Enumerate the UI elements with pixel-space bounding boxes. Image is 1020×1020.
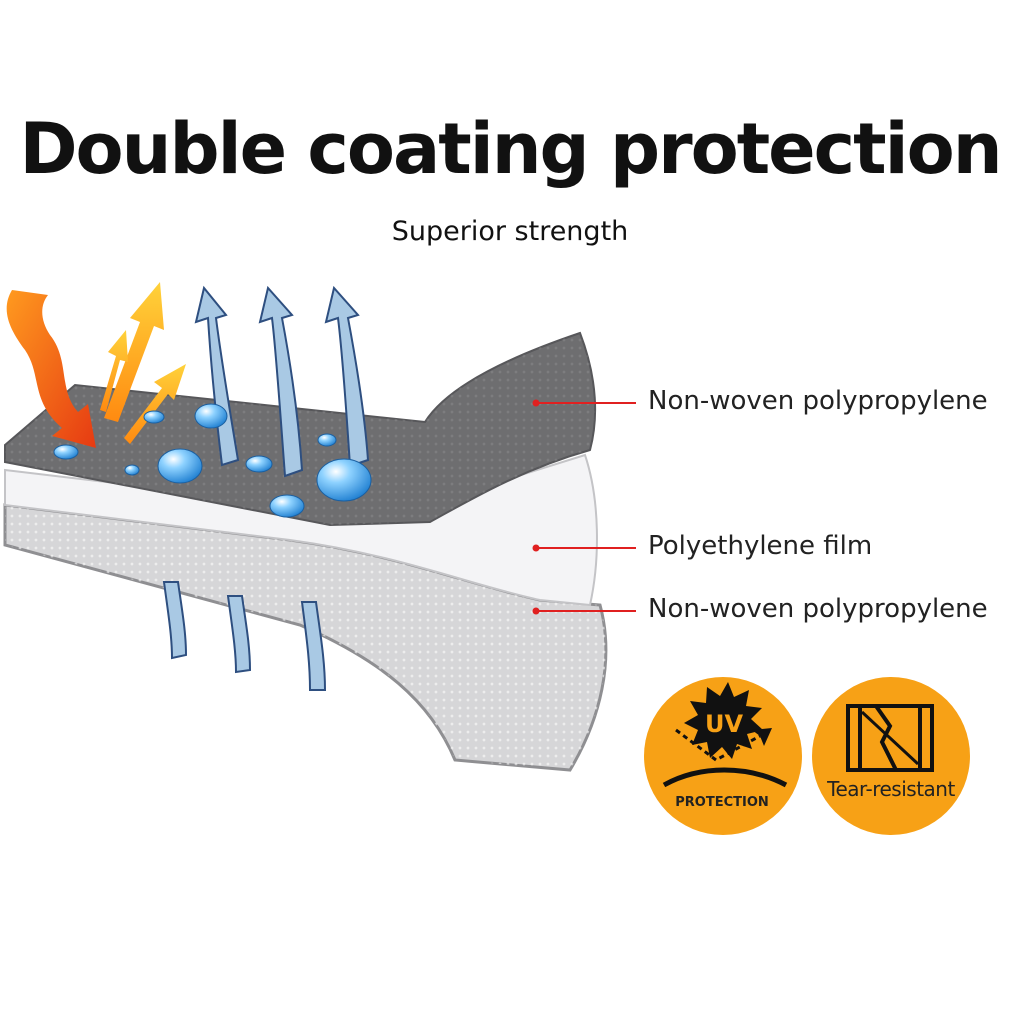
pointer-dots: [532, 399, 540, 615]
uv-caption: PROTECTION: [675, 795, 769, 810]
spark-arrow-icon: [124, 364, 186, 444]
spark-arrow-icon: [104, 282, 164, 422]
vapor-arrow-icon: [162, 581, 188, 660]
page-title: Double coating protection: [19, 108, 1002, 190]
vapor-arrow-icon: [300, 601, 327, 691]
droplet-icon: [53, 444, 79, 460]
droplet-icon: [269, 494, 305, 518]
uv-protection-badge: UV PROTECTION: [644, 677, 802, 835]
spark-arrow-icon: [100, 330, 128, 412]
sun-burst-icon: [684, 682, 763, 759]
heat-wave-arrow-icon: [6, 290, 97, 448]
heat-arrows: [6, 282, 186, 448]
vapor-arrow-up-icon: [258, 285, 304, 478]
droplet-icon: [317, 433, 337, 447]
droplet-icon: [124, 464, 140, 476]
droplet-icon: [157, 448, 203, 484]
water-droplets: [53, 403, 372, 518]
droplet-icon: [245, 455, 273, 473]
page-subtitle: Superior strength: [391, 216, 629, 247]
droplet-icon: [316, 458, 372, 502]
tear-caption: Tear-resistant: [826, 777, 955, 801]
uv-symbol: UV: [705, 710, 743, 738]
vapor-arrow-icon: [226, 595, 252, 674]
layer-label-film: Polyethylene film: [648, 531, 873, 561]
layer-label-top: Non-woven polypropylene: [648, 386, 988, 416]
label-pointers: [536, 402, 636, 612]
droplet-icon: [194, 403, 228, 429]
vapor-arrow-up-icon: [324, 285, 370, 468]
vapor-arrows-below: [162, 581, 327, 691]
vapor-arrows-up: [194, 285, 370, 478]
layer-label-bottom: Non-woven polypropylene: [648, 594, 988, 624]
torn-fabric-icon: [846, 704, 934, 772]
uv-arc-icon: [662, 767, 788, 788]
vapor-arrow-up-icon: [194, 285, 240, 467]
droplet-icon: [143, 410, 165, 424]
uv-deflect-arrow-icon: [675, 728, 761, 762]
tear-resistant-badge: Tear-resistant: [812, 677, 970, 835]
